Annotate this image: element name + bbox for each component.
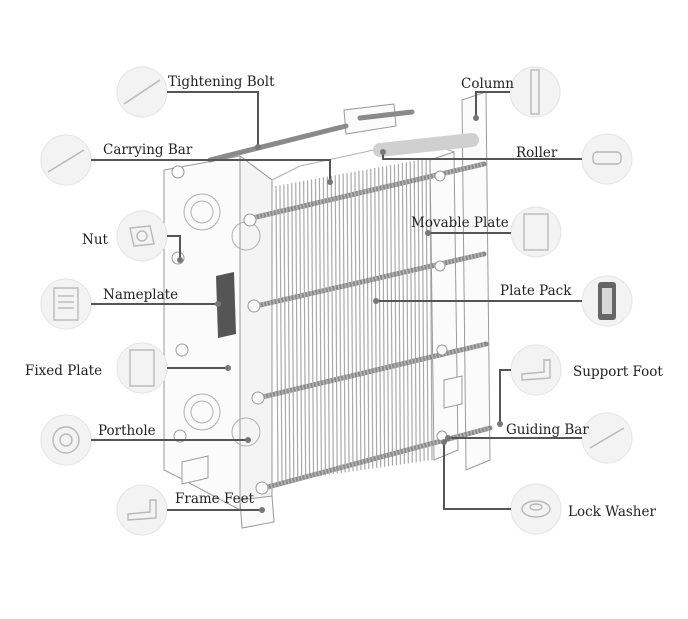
porthole-bottom [183,393,221,431]
plate [295,182,299,480]
label-support-foot: Support Foot [573,364,663,380]
plate [334,175,338,474]
plate [283,184,287,481]
label-tightening-bolt: Tightening Bolt [168,74,275,90]
plate [370,168,374,469]
movable-plate-icon [510,206,562,258]
leader-lines [91,91,582,513]
plate [413,160,417,463]
nut-icon [116,210,168,262]
plate [421,159,425,462]
nameplate-icon [40,278,92,330]
guiding-bar-icon [581,412,633,464]
plate [346,173,350,472]
plate [310,179,315,477]
porthole-bottom-inner [190,400,214,424]
plate [291,183,295,480]
heat-exchanger-assembly [163,91,493,529]
roller-icon [581,133,633,185]
label-column: Column [461,76,514,92]
roller-body [373,133,479,157]
plate [425,158,429,461]
label-movable-plate: Movable Plate [411,215,509,231]
support-foot-body [443,375,463,409]
label-fixed-plate: Fixed Plate [25,363,102,379]
tightening-bolts [249,161,493,491]
plate [358,170,362,471]
plate [275,185,279,483]
frame-feet-body-2 [239,495,275,529]
column-top-bolt [357,109,415,121]
porthole-top [183,193,221,231]
plate [299,181,303,479]
carrying-bar-icon [40,134,92,186]
label-carrying-bar: Carrying Bar [103,142,193,158]
label-roller: Roller [516,145,558,161]
label-lock-washer: Lock Washer [568,504,656,520]
label-porthole: Porthole [98,423,156,439]
plate [401,163,405,464]
column-body [461,91,491,471]
plate [322,177,326,476]
frame-feet-body [181,455,209,485]
column-icon [509,66,561,118]
label-frame-feet: Frame Feet [175,491,255,507]
label-plate-pack: Plate Pack [500,283,572,299]
porthole-side-bottom [231,417,261,447]
plate [326,176,330,475]
frame-feet-icon [116,484,168,536]
support-foot-icon [510,344,562,396]
movable-plate-body [429,151,459,461]
label-guiding-bar: Guiding Bar [506,422,589,438]
plate [303,180,307,479]
plate [397,163,402,465]
plate [306,180,311,478]
plate [382,166,386,467]
plate [389,165,394,466]
plate-pack-body [271,139,455,483]
plate [378,167,382,468]
plate [330,175,334,475]
plate [314,178,319,477]
labels: Tightening Bolt Column Carrying Bar Roll… [25,74,663,520]
plate [338,174,342,473]
plate [409,161,413,463]
carrying-bar-rod [207,123,349,163]
plate [350,172,354,472]
plate [362,170,366,470]
plate-pack-icon [581,275,633,327]
plate [318,178,323,476]
nameplate-plate [216,272,236,338]
porthole-icon [40,414,92,466]
fixed-plate-icon [116,342,168,394]
label-nut: Nut [82,232,109,248]
fixed-plate-side [239,155,273,511]
plate [405,162,409,464]
plate [417,160,421,462]
tightening-bolt-icon [116,66,168,118]
plate [385,165,390,467]
plate [287,183,291,481]
plate [393,164,398,466]
porthole-top-inner [190,200,214,224]
plate [279,185,283,482]
plate [374,168,378,468]
plate [342,173,346,473]
lock-washer-icon [510,483,562,535]
plate [366,169,370,470]
label-nameplate: Nameplate [103,287,178,303]
plate [354,171,358,471]
